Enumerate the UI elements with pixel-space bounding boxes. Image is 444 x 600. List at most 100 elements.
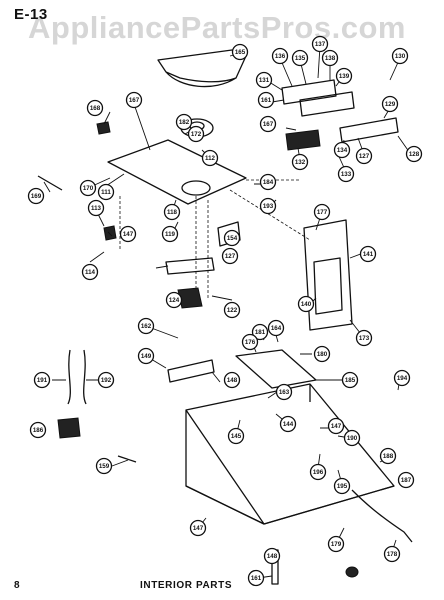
- callout-circle: [263, 547, 281, 565]
- callout-circle: [165, 291, 183, 309]
- callout-label: 128: [409, 151, 420, 158]
- callout-circle: [379, 447, 397, 465]
- callout-label: 196: [313, 469, 324, 476]
- callout-circle: [393, 369, 411, 387]
- side-bracket-part: [217, 221, 241, 247]
- callout-label: 192: [101, 377, 112, 384]
- small-plate-part: [96, 121, 111, 135]
- callout-label: 177: [317, 209, 328, 216]
- callout-label: 133: [341, 171, 352, 178]
- callout-circle: [221, 247, 239, 265]
- callout-c161a: 161: [257, 91, 275, 109]
- callout-circle: [95, 457, 113, 475]
- callout-c162: 162: [137, 317, 155, 335]
- callout-c131: 131: [255, 71, 273, 89]
- callout-label: 149: [141, 353, 152, 360]
- chute-part: [157, 49, 247, 88]
- callout-circle: [405, 145, 423, 163]
- callout-label: 124: [169, 297, 180, 304]
- screw-part: [117, 455, 137, 463]
- callout-circle: [359, 245, 377, 263]
- callout-label: 154: [227, 235, 238, 242]
- callout-label: 147: [123, 231, 134, 238]
- callout-circle: [86, 99, 104, 117]
- callout-circle: [227, 427, 245, 445]
- callout-circle: [333, 141, 351, 159]
- callout-c140: 140: [297, 295, 315, 313]
- callout-c185: 185: [341, 371, 359, 389]
- callout-circle: [291, 153, 309, 171]
- callout-circle: [223, 301, 241, 319]
- callout-c134: 134: [333, 141, 351, 159]
- fitting-part: [345, 566, 359, 578]
- callout-circle: [259, 115, 277, 133]
- callout-circle: [313, 203, 331, 221]
- callout-c177: 177: [313, 203, 331, 221]
- callout-label: 137: [315, 41, 326, 48]
- callout-circle: [223, 229, 241, 247]
- callout-label: 173: [359, 335, 370, 342]
- callout-circle: [137, 317, 155, 335]
- callout-label: 164: [271, 325, 282, 332]
- callout-label: 141: [363, 251, 374, 258]
- callout-label: 187: [401, 477, 412, 484]
- callout-c159: 159: [95, 457, 113, 475]
- callout-label: 180: [317, 351, 328, 358]
- callout-label: 119: [165, 231, 176, 238]
- callout-label: 127: [225, 253, 236, 260]
- wire-harness-part: [67, 349, 87, 405]
- callout-c133: 133: [337, 165, 355, 183]
- callout-label: 179: [331, 541, 342, 548]
- switch-part: [285, 129, 321, 151]
- callout-label: 145: [231, 433, 242, 440]
- callout-circle: [247, 569, 265, 587]
- callout-label: 186: [33, 427, 44, 434]
- callout-circle: [327, 417, 345, 435]
- callout-c130: 130: [391, 47, 409, 65]
- callout-c188: 188: [379, 447, 397, 465]
- callout-c118: 118: [163, 203, 181, 221]
- callout-label: 188: [383, 453, 394, 460]
- callout-c165: 165: [231, 43, 249, 61]
- callout-circle: [79, 179, 97, 197]
- callout-c144: 144: [279, 415, 297, 433]
- callout-label: 127: [359, 153, 370, 160]
- callout-c145: 145: [227, 427, 245, 445]
- callout-c169: 169: [27, 187, 45, 205]
- callout-c138: 138: [321, 49, 339, 67]
- callout-c128: 128: [405, 145, 423, 163]
- callout-c119: 119: [161, 225, 179, 243]
- callout-circle: [163, 203, 181, 221]
- callout-c129: 129: [381, 95, 399, 113]
- callout-label: 131: [259, 77, 270, 84]
- callout-c172: 172: [187, 125, 205, 143]
- callout-circle: [397, 471, 415, 489]
- callout-label: 135: [295, 55, 306, 62]
- callout-label: 129: [385, 101, 396, 108]
- callout-circle: [251, 323, 269, 341]
- callout-circle: [137, 347, 155, 365]
- callout-label: 111: [101, 189, 111, 196]
- callout-circle: [291, 49, 309, 67]
- callout-c187: 187: [397, 471, 415, 489]
- callout-c176: 176: [241, 333, 259, 351]
- callout-c124: 124: [165, 291, 183, 309]
- callout-c132: 132: [291, 153, 309, 171]
- callout-circle: [189, 519, 207, 537]
- watermark: AppliancePartsPros.com: [28, 10, 406, 45]
- callout-c190: 190: [343, 429, 361, 447]
- callout-circle: [257, 91, 275, 109]
- callout-c136: 136: [271, 47, 289, 65]
- callout-label: 184: [263, 179, 274, 186]
- callout-label: 172: [191, 131, 202, 138]
- callout-label: 122: [227, 307, 238, 314]
- callout-circle: [311, 35, 329, 53]
- callout-circle: [175, 113, 193, 131]
- assembly-guide-lines: [119, 179, 311, 300]
- callout-circle: [201, 149, 219, 167]
- callout-c179: 179: [327, 535, 345, 553]
- angle-bracket-part: [167, 359, 215, 383]
- callout-c192: 192: [97, 371, 115, 389]
- plate-opening: [181, 180, 211, 196]
